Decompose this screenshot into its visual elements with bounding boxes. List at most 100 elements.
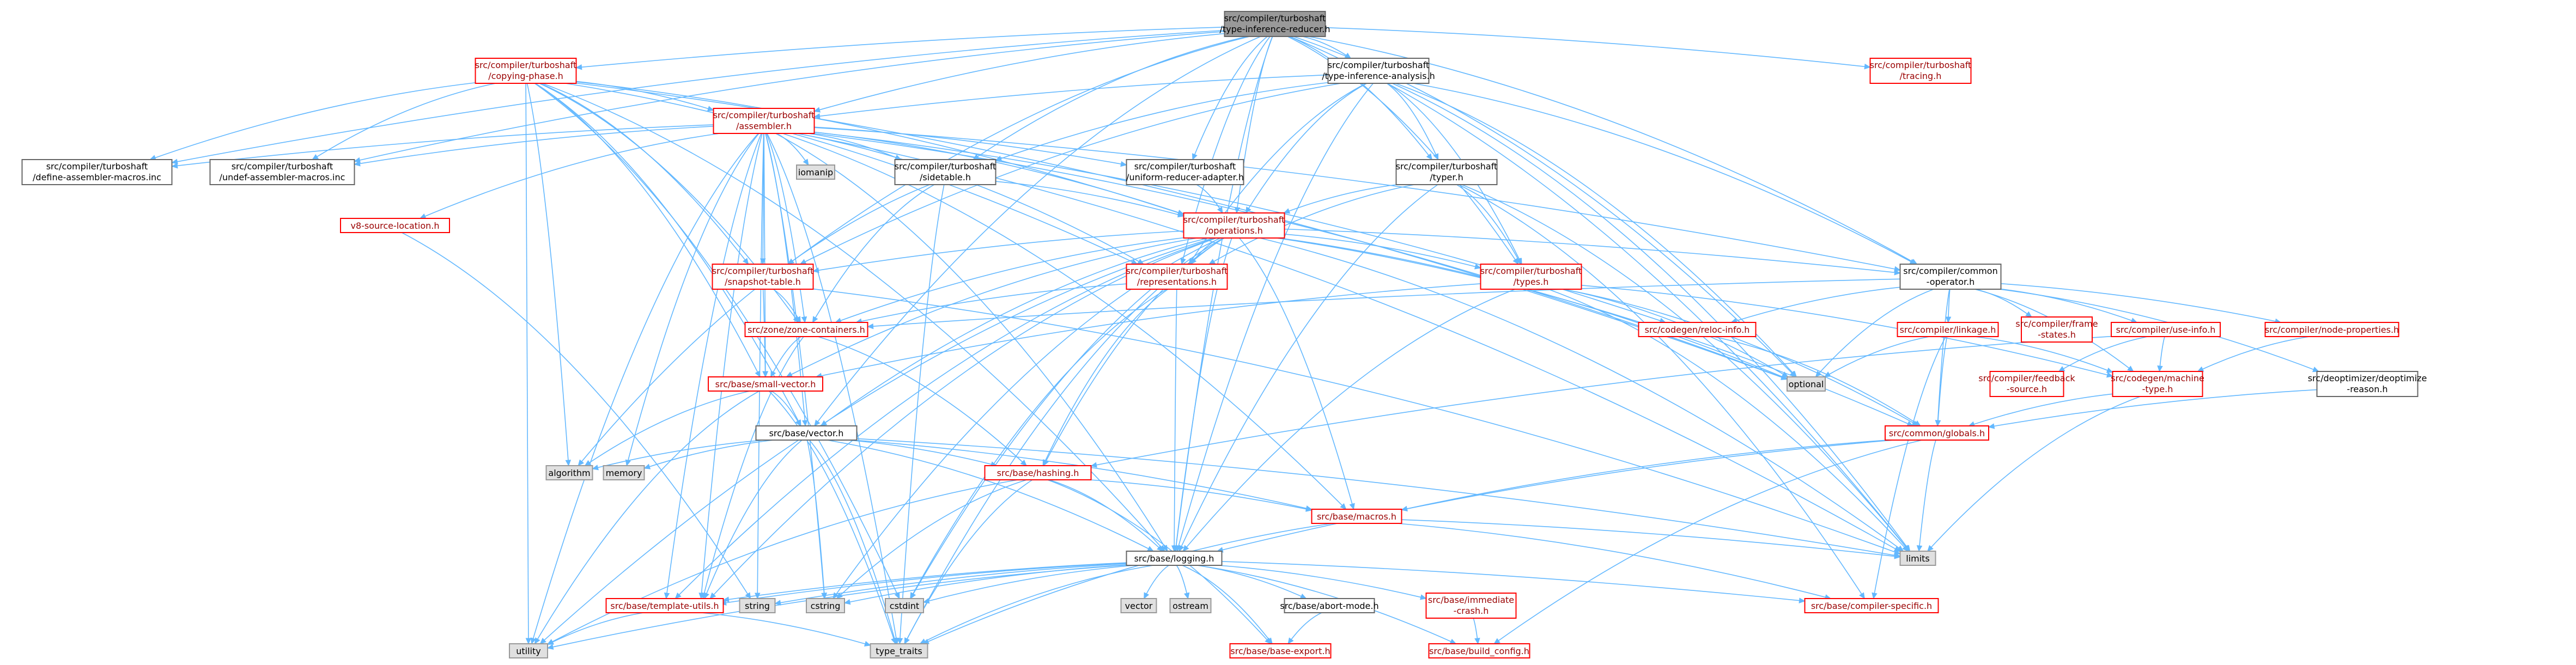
graph-node-reloc[interactable]: src/codegen/reloc-info.h bbox=[1638, 322, 1757, 337]
node-box bbox=[1126, 159, 1244, 185]
node-label-line: v8-source-location.h bbox=[350, 221, 439, 231]
include-edge-common_op-to-frame_states bbox=[1976, 289, 2032, 318]
include-edge-vector_h-to-type_traits bbox=[809, 440, 897, 644]
node-label-line: vector bbox=[1125, 601, 1153, 611]
graph-node-hashing[interactable]: src/base/hashing.h bbox=[984, 465, 1092, 480]
arrowhead-icon bbox=[2157, 365, 2163, 373]
graph-node-zone-containers[interactable]: src/zone/zone-containers.h bbox=[744, 322, 868, 337]
graph-node-logging[interactable]: src/base/logging.h bbox=[1126, 551, 1223, 566]
graph-node-define-asm[interactable]: src/compiler/turboshaft/define-assembler… bbox=[21, 159, 173, 185]
include-edge-sidetable-to-algorithm bbox=[578, 184, 930, 466]
arrowhead-icon bbox=[1120, 161, 1127, 167]
graph-node-linkage[interactable]: src/compiler/linkage.h bbox=[1897, 322, 1999, 337]
graph-node-iomanip: iomanip bbox=[796, 164, 835, 180]
graph-node-globals[interactable]: src/common/globals.h bbox=[1885, 425, 1989, 441]
node-box bbox=[894, 159, 997, 185]
graph-node-deopt[interactable]: src/deoptimizer/deoptimize-reason.h bbox=[2308, 371, 2427, 397]
arrowhead-icon bbox=[1171, 545, 1177, 552]
include-edge-zone_containers-to-small_vector bbox=[770, 336, 801, 377]
include-edge-copying-to-small_vector bbox=[535, 83, 761, 377]
graph-node-v8src[interactable]: v8-source-location.h bbox=[340, 218, 450, 233]
arrowhead-icon bbox=[1474, 264, 1481, 270]
arrowhead-icon bbox=[801, 316, 807, 324]
include-edge-copying-to-define_asm bbox=[150, 82, 476, 160]
graph-node-cstring: cstring bbox=[806, 598, 845, 613]
node-label-line: src/base/hashing.h bbox=[997, 468, 1079, 478]
graph-node-feedback[interactable]: src/compiler/feedback-source.h bbox=[1978, 371, 2075, 397]
arrowhead-icon bbox=[1872, 592, 1878, 600]
include-edge-assembler-to-memory bbox=[626, 133, 760, 466]
node-label-line: src/codegen/machine bbox=[2111, 373, 2204, 383]
graph-node-use-info[interactable]: src/compiler/use-info.h bbox=[2111, 322, 2221, 337]
node-box bbox=[1480, 264, 1582, 290]
include-edge-sidetable-to-operations bbox=[995, 181, 1184, 217]
graph-node-compiler-specific[interactable]: src/base/compiler-specific.h bbox=[1804, 598, 1939, 613]
graph-node-build-config[interactable]: src/base/build_config.h bbox=[1428, 643, 1530, 658]
include-edge-vector_h-to-cstring bbox=[806, 440, 825, 599]
arrowhead-icon bbox=[897, 638, 903, 645]
include-edge-logging-to-string bbox=[775, 563, 1127, 605]
arrowhead-icon bbox=[1299, 593, 1307, 599]
graph-node-common-op[interactable]: src/compiler/common-operator.h bbox=[1899, 264, 2002, 290]
include-edge-assembler-to-sidetable bbox=[808, 133, 901, 160]
arrowhead-icon bbox=[354, 161, 361, 167]
graph-node-vector-h[interactable]: src/base/vector.h bbox=[755, 425, 858, 441]
node-box bbox=[1183, 212, 1285, 239]
node-box bbox=[713, 108, 815, 134]
node-box bbox=[870, 643, 928, 658]
graph-node-root[interactable]: src/compiler/turboshaft/type-inference-r… bbox=[1220, 11, 1330, 37]
graph-node-copying[interactable]: src/compiler/turboshaft/copying-phase.h bbox=[475, 58, 577, 84]
graph-node-template-utils[interactable]: src/base/template-utils.h bbox=[605, 598, 724, 613]
include-edge-copying-to-representations bbox=[565, 83, 1138, 265]
graph-node-small-vector[interactable]: src/base/small-vector.h bbox=[708, 376, 823, 392]
include-edge-representations-to-zone_containers bbox=[855, 283, 1127, 323]
graph-node-types[interactable]: src/compiler/turboshaft/types.h bbox=[1480, 264, 1582, 290]
node-box bbox=[1787, 376, 1826, 392]
include-edge-vector_h-to-iterator bbox=[704, 440, 803, 599]
include-edge-tia-to-typer bbox=[1386, 83, 1439, 160]
graph-node-sidetable[interactable]: src/compiler/turboshaft/sidetable.h bbox=[894, 159, 997, 185]
include-edge-hashing-to-base_export bbox=[1047, 479, 1271, 644]
node-label-line: src/compiler/turboshaft bbox=[1134, 161, 1236, 172]
include-edge-operations-to-macros bbox=[1239, 237, 1354, 510]
node-box bbox=[21, 159, 173, 185]
graph-node-operations[interactable]: src/compiler/turboshaft/operations.h bbox=[1183, 212, 1285, 239]
arrowhead-icon bbox=[1988, 423, 1995, 429]
include-edge-assembler-to-uniform bbox=[814, 126, 1127, 166]
arrowhead-icon bbox=[1894, 553, 1901, 559]
node-box bbox=[1327, 58, 1430, 84]
include-edge-operations-to-globals bbox=[1276, 237, 1913, 426]
graph-node-uniform[interactable]: src/compiler/turboshaft/uniform-reducer-… bbox=[1126, 159, 1244, 185]
graph-node-immediate-crash[interactable]: src/base/immediate-crash.h bbox=[1425, 593, 1517, 619]
graph-node-abort-mode[interactable]: src/base/abort-mode.h bbox=[1280, 598, 1379, 613]
graph-node-tracing[interactable]: src/compiler/turboshaft/tracing.h bbox=[1869, 58, 1972, 84]
graph-node-frame-states[interactable]: src/compiler/frame-states.h bbox=[2015, 316, 2098, 343]
arrowhead-icon bbox=[1859, 592, 1865, 600]
graph-node-typer[interactable]: src/compiler/turboshaft/typer.h bbox=[1395, 159, 1498, 185]
arrowhead-icon bbox=[1916, 545, 1923, 552]
arrowhead-icon bbox=[1147, 546, 1154, 552]
graph-node-tia[interactable]: src/compiler/turboshaft/type-inference-a… bbox=[1322, 58, 1435, 84]
node-box bbox=[1899, 264, 2002, 290]
arrowhead-icon bbox=[1815, 370, 1822, 377]
arrowhead-icon bbox=[802, 420, 808, 427]
graph-node-macros[interactable]: src/base/macros.h bbox=[1311, 509, 1402, 524]
node-label-line: -type.h bbox=[2142, 384, 2173, 394]
graph-node-base-export[interactable]: src/base/base-export.h bbox=[1229, 643, 1332, 658]
graph-node-node-props[interactable]: src/compiler/node-properties.h bbox=[2264, 322, 2399, 337]
graph-node-assembler[interactable]: src/compiler/turboshaft/assembler.h bbox=[713, 108, 815, 134]
include-edge-sidetable-to-type_traits bbox=[899, 184, 945, 644]
arrowhead-icon bbox=[2106, 367, 2113, 373]
node-label-line: src/base/build_config.h bbox=[1429, 646, 1529, 657]
arrowhead-icon bbox=[664, 592, 670, 600]
graph-node-representations[interactable]: src/compiler/turboshaft/representations.… bbox=[1126, 264, 1228, 290]
arrowhead-icon bbox=[919, 638, 927, 644]
graph-node-undef-asm[interactable]: src/compiler/turboshaft/undef-assembler-… bbox=[209, 159, 355, 185]
arrowhead-icon bbox=[546, 644, 554, 650]
node-label-line: memory bbox=[606, 468, 642, 478]
graph-node-snapshot[interactable]: src/compiler/turboshaft/snapshot-table.h bbox=[712, 264, 814, 290]
graph-node-machine-type[interactable]: src/codegen/machine-type.h bbox=[2111, 371, 2204, 397]
include-edge-root-to-tia bbox=[1302, 36, 1351, 59]
node-box bbox=[1885, 425, 1989, 441]
arrowhead-icon bbox=[1902, 545, 1909, 552]
